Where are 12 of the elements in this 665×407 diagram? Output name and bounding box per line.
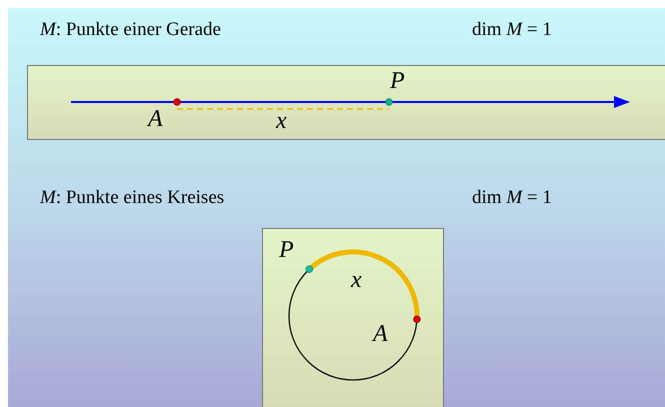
point-label: x	[276, 108, 287, 134]
heading-text: M: Punkte einer Gerade	[40, 18, 221, 42]
point-label: A	[373, 321, 388, 347]
point-label: A	[148, 106, 163, 132]
point-label: P	[279, 237, 294, 263]
point-label: P	[390, 68, 405, 94]
figure-panel	[262, 228, 444, 407]
point-label: x	[351, 267, 362, 293]
figure-panel	[27, 65, 665, 140]
heading-text: dim M = 1	[472, 18, 552, 42]
heading-text: dim M = 1	[472, 186, 552, 210]
heading-text: M: Punkte eines Kreises	[40, 186, 224, 210]
